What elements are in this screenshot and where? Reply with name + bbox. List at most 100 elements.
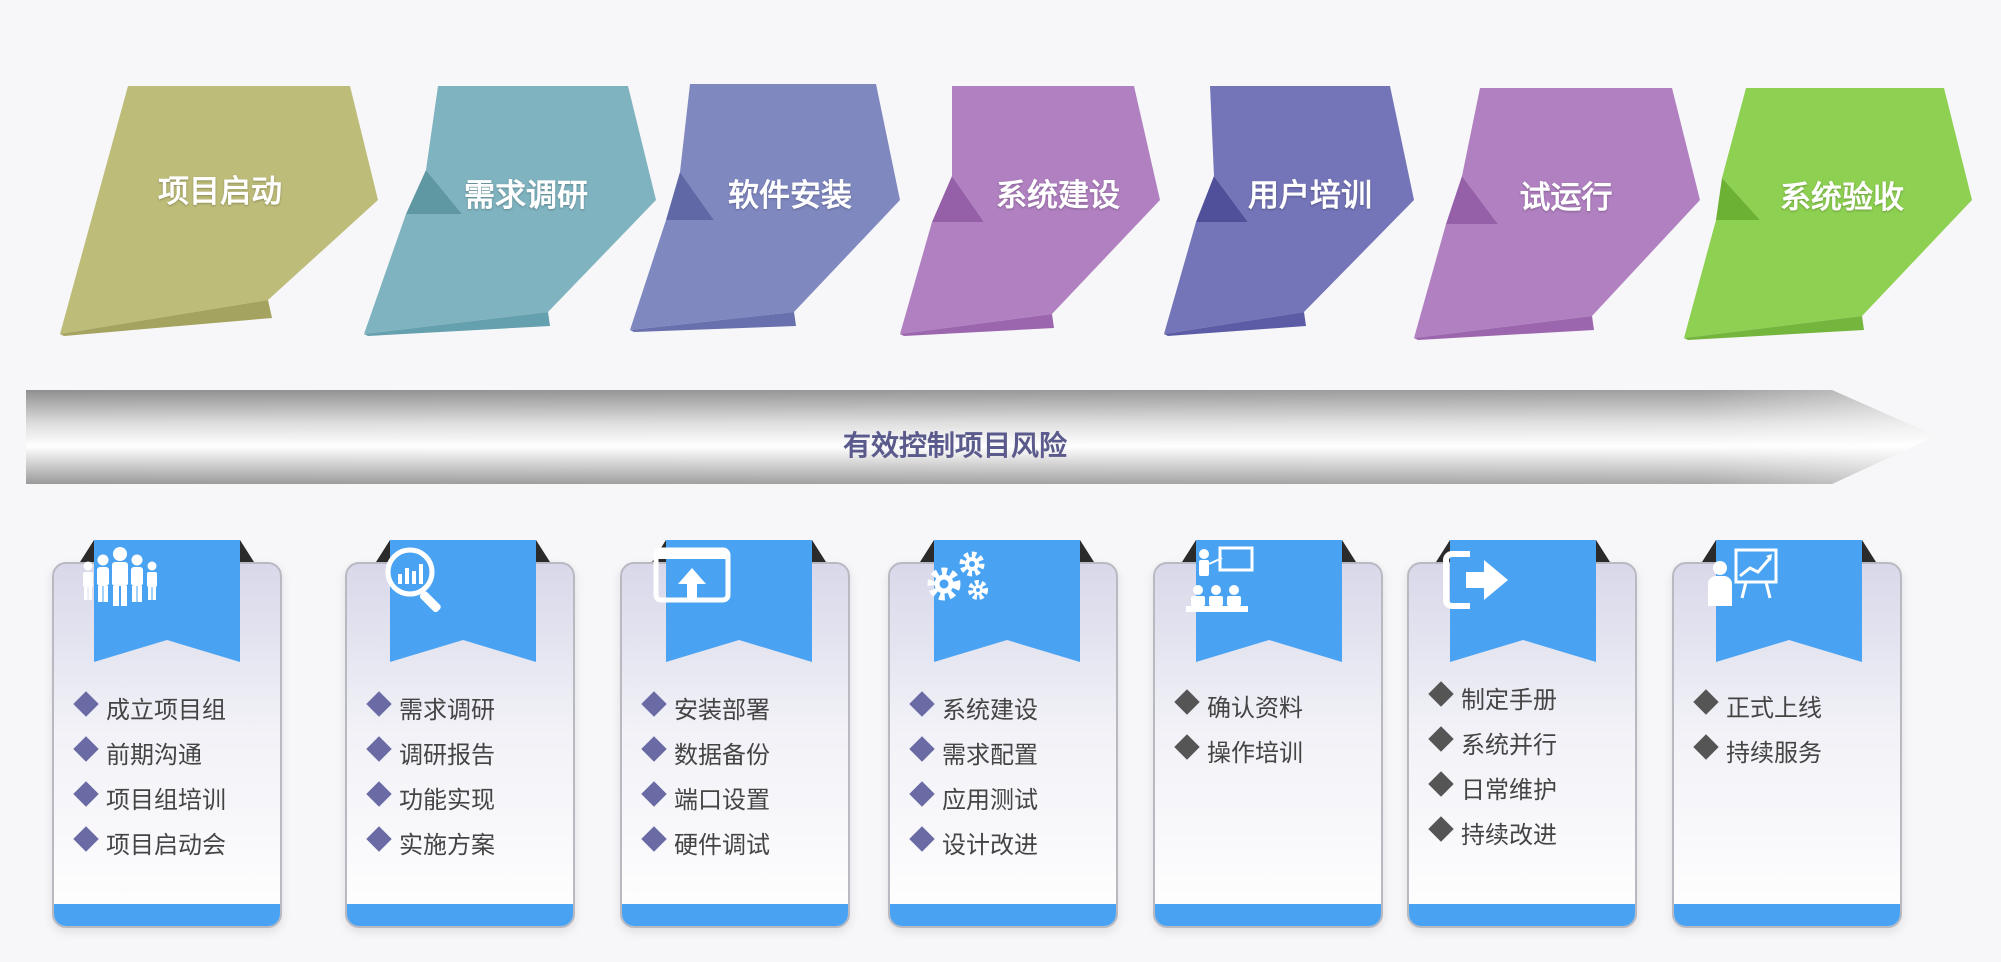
step-face-4	[900, 86, 1160, 334]
list-item: 正式上线	[1693, 686, 1822, 731]
list-item: 数据备份	[641, 733, 770, 778]
diamond-bullet-icon	[641, 736, 667, 762]
diamond-bullet-icon	[1693, 734, 1719, 760]
item-text: 项目启动会	[106, 831, 226, 859]
card-items-3: 安装部署 数据备份 端口设置 硬件调试	[641, 688, 770, 868]
step-label-7: 系统验收	[1780, 180, 1904, 216]
list-item: 持续改进	[1428, 813, 1557, 858]
diamond-bullet-icon	[641, 691, 667, 717]
diamond-bullet-icon	[366, 826, 392, 852]
card-footer-bar	[1409, 904, 1635, 926]
step-bottom-1	[60, 300, 272, 336]
item-text: 成立项目组	[106, 696, 226, 724]
diamond-bullet-icon	[1174, 689, 1200, 715]
diamond-bullet-icon	[641, 826, 667, 852]
list-item: 项目启动会	[73, 823, 226, 868]
item-text: 实施方案	[399, 831, 495, 859]
risk-arrow	[26, 390, 1936, 484]
item-text: 正式上线	[1726, 694, 1822, 722]
item-text: 系统建设	[942, 696, 1038, 724]
list-item: 系统建设	[909, 688, 1038, 733]
step-shape-2	[364, 86, 656, 336]
card-banner-7	[1702, 540, 1876, 666]
step-shape-6	[1414, 88, 1700, 340]
training-presentation-icon	[1186, 546, 1254, 612]
presenter-chart-icon	[1708, 548, 1778, 606]
step-label-4: 系统建设	[996, 178, 1120, 214]
gears-icon	[927, 551, 988, 601]
card-banner-3	[652, 540, 826, 666]
item-text: 数据备份	[674, 741, 770, 769]
card-items-4: 系统建设 需求配置 应用测试 设计改进	[909, 688, 1038, 868]
card-banner-2	[376, 540, 550, 666]
step-shape-3	[630, 84, 900, 332]
list-item: 系统并行	[1428, 723, 1557, 768]
list-item: 硬件调试	[641, 823, 770, 868]
list-item: 安装部署	[641, 688, 770, 733]
diamond-bullet-icon	[366, 736, 392, 762]
card-items-1: 成立项目组 前期沟通 项目组培训 项目启动会	[73, 688, 226, 868]
item-text: 应用测试	[942, 786, 1038, 814]
list-item: 应用测试	[909, 778, 1038, 823]
step-bottom-5	[1164, 312, 1306, 336]
list-item: 设计改进	[909, 823, 1038, 868]
step-bottom-7	[1684, 316, 1864, 340]
item-text: 需求配置	[942, 741, 1038, 769]
step-notch-3	[666, 172, 714, 220]
step-label-6: 试运行	[1519, 180, 1613, 216]
item-text: 日常维护	[1461, 776, 1557, 804]
list-item: 日常维护	[1428, 768, 1557, 813]
list-item: 制定手册	[1428, 678, 1557, 723]
card-footer-bar	[54, 904, 280, 926]
item-text: 端口设置	[674, 786, 770, 814]
step-bottom-2	[364, 312, 550, 336]
step-notch-7	[1716, 178, 1760, 220]
step-face-6	[1414, 88, 1700, 338]
step-notch-4	[932, 176, 984, 222]
item-text: 硬件调试	[674, 831, 770, 859]
diamond-bullet-icon	[73, 691, 99, 717]
list-item: 成立项目组	[73, 688, 226, 733]
diamond-bullet-icon	[641, 781, 667, 807]
card-items-5: 确认资料 操作培训	[1174, 686, 1303, 776]
diamond-bullet-icon	[73, 736, 99, 762]
diamond-bullet-icon	[909, 736, 935, 762]
list-item: 持续服务	[1693, 731, 1822, 776]
item-text: 系统并行	[1461, 731, 1557, 759]
card-footer-bar	[890, 904, 1116, 926]
item-text: 需求调研	[399, 696, 495, 724]
diamond-bullet-icon	[73, 781, 99, 807]
step-notch-2	[406, 170, 462, 214]
item-text: 确认资料	[1207, 694, 1303, 722]
item-text: 调研报告	[399, 741, 495, 769]
card-banner-4	[920, 540, 1094, 666]
card-footer-bar	[622, 904, 848, 926]
item-text: 设计改进	[942, 831, 1038, 859]
step-shape-7	[1684, 88, 1972, 340]
diamond-bullet-icon	[1428, 726, 1454, 752]
list-item: 调研报告	[366, 733, 495, 778]
list-item: 前期沟通	[73, 733, 226, 778]
step-face-1	[60, 86, 378, 334]
risk-arrow-fade	[26, 390, 1936, 484]
list-item: 功能实现	[366, 778, 495, 823]
card-items-6: 制定手册 系统并行 日常维护 持续改进	[1428, 678, 1557, 858]
analysis-magnifier-icon	[385, 547, 441, 613]
diamond-bullet-icon	[909, 826, 935, 852]
step-shape-5	[1164, 86, 1414, 336]
card-items-2: 需求调研 调研报告 功能实现 实施方案	[366, 688, 495, 868]
card-footer-bar	[1674, 904, 1900, 926]
card-items-7: 正式上线 持续服务	[1693, 686, 1822, 776]
diamond-bullet-icon	[909, 781, 935, 807]
item-text: 前期沟通	[106, 741, 202, 769]
item-text: 制定手册	[1461, 686, 1557, 714]
risk-arrow-label: 有效控制项目风险	[842, 429, 1067, 462]
step-label-1: 项目启动	[158, 174, 282, 210]
step-label-3: 软件安装	[728, 178, 852, 214]
step-label-2: 需求调研	[464, 178, 588, 214]
card-banner-1	[80, 540, 254, 666]
list-item: 确认资料	[1174, 686, 1303, 731]
step-notch-6	[1446, 176, 1498, 224]
card-banner-6	[1436, 540, 1610, 666]
